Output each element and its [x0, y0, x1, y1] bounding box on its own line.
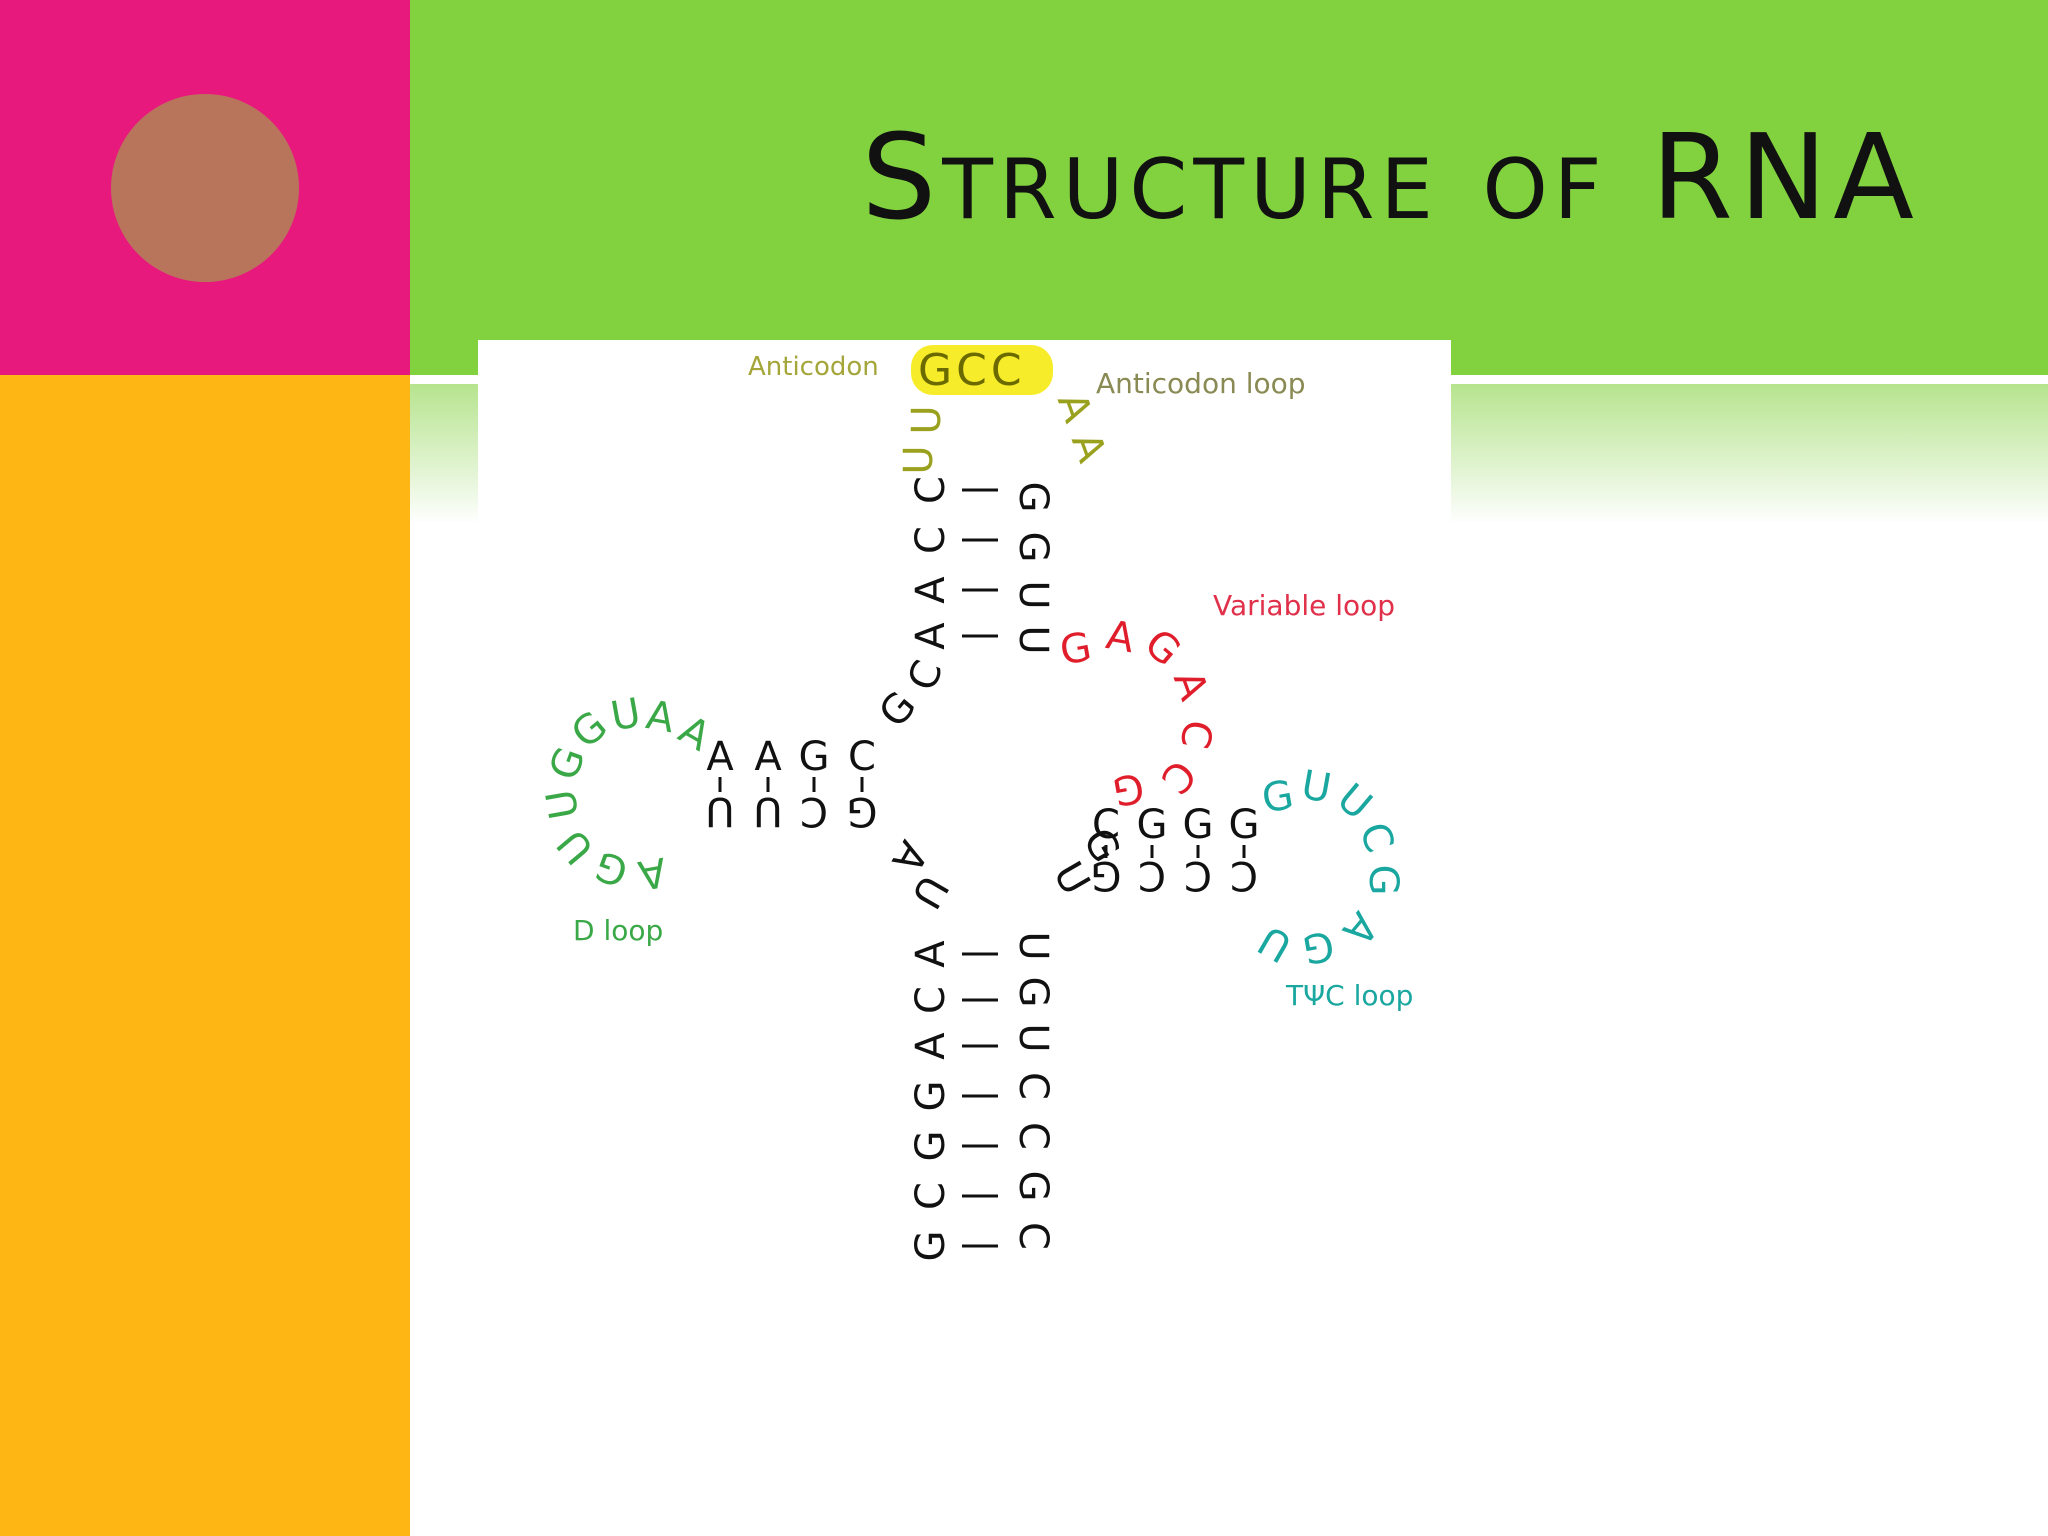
svg-text:G: G: [1010, 1171, 1056, 1202]
orange-side-block: [0, 375, 410, 1536]
svg-text:G: G: [870, 683, 925, 736]
nucleotide-structure: U U A A C C A A C G G G U U: [538, 387, 1406, 1262]
decorative-circle: [111, 94, 299, 282]
svg-text:A: A: [706, 734, 734, 780]
variable-loop-label: Variable loop: [1213, 589, 1395, 622]
svg-text:G: G: [1091, 852, 1122, 898]
svg-text:A: A: [908, 1032, 954, 1060]
svg-text:A: A: [1333, 903, 1386, 954]
svg-text:G: G: [1137, 802, 1168, 848]
title-band: [410, 0, 2048, 375]
svg-text:U: U: [1010, 1023, 1056, 1052]
svg-text:A: A: [908, 576, 954, 604]
svg-text:A: A: [908, 622, 954, 650]
svg-text:G: G: [799, 734, 830, 780]
svg-text:G: G: [1010, 532, 1056, 563]
svg-text:C: C: [1010, 1222, 1056, 1250]
slide-title: Structure of RNA: [861, 108, 1920, 246]
svg-text:A: A: [1164, 665, 1217, 707]
svg-text:C: C: [1138, 852, 1166, 898]
anticodon-label: Anticodon: [748, 352, 879, 382]
svg-text:G: G: [1010, 482, 1056, 513]
svg-text:U: U: [902, 867, 956, 915]
svg-text:C: C: [1092, 802, 1120, 848]
svg-text:A: A: [643, 692, 679, 742]
anticodon-loop-label: Anticodon loop: [1096, 367, 1306, 400]
svg-text:U: U: [1010, 625, 1056, 654]
svg-text:C: C: [899, 655, 952, 697]
svg-text:C: C: [908, 526, 954, 554]
trna-svg: Anticodon GCC Anticodon loop Variable lo…: [538, 345, 1413, 1262]
svg-text:U: U: [753, 788, 782, 834]
svg-text:U: U: [1298, 762, 1335, 812]
svg-text:U: U: [705, 788, 734, 834]
tpsic-loop-label: TΨC loop: [1285, 979, 1413, 1012]
svg-text:G: G: [1010, 977, 1056, 1008]
svg-text:C: C: [800, 788, 828, 834]
svg-text:U: U: [1010, 931, 1056, 960]
svg-text:U: U: [607, 690, 644, 740]
svg-text:U: U: [896, 445, 942, 474]
svg-text:G: G: [1183, 802, 1214, 848]
svg-text:A: A: [754, 734, 782, 780]
d-loop-label: D loop: [573, 914, 663, 947]
svg-text:G: G: [847, 788, 878, 834]
trna-diagram: Anticodon GCC Anticodon loop Variable lo…: [478, 340, 1451, 1300]
svg-text:A: A: [1103, 612, 1139, 662]
anticodon-highlight: [911, 345, 1053, 395]
svg-text:G: G: [908, 1081, 954, 1112]
svg-text:C: C: [1350, 817, 1403, 859]
svg-text:U: U: [1251, 916, 1299, 970]
svg-text:U: U: [904, 405, 950, 434]
svg-text:U: U: [549, 820, 603, 872]
svg-text:C: C: [1184, 852, 1212, 898]
svg-text:G: G: [1360, 865, 1406, 896]
svg-text:A: A: [1048, 387, 1101, 429]
svg-text:G: G: [1136, 620, 1189, 675]
svg-text:U: U: [1328, 775, 1380, 829]
svg-text:C: C: [908, 986, 954, 1014]
svg-text:G: G: [1229, 802, 1260, 848]
svg-text:C: C: [908, 476, 954, 504]
svg-text:G: G: [1056, 624, 1095, 675]
svg-text:U: U: [1010, 580, 1056, 609]
svg-text:C: C: [1230, 852, 1258, 898]
svg-text:G: G: [1299, 921, 1338, 972]
svg-text:A: A: [1062, 427, 1115, 469]
svg-text:C: C: [1151, 751, 1204, 802]
svg-text:C: C: [848, 734, 876, 780]
svg-text:G: G: [908, 1231, 954, 1262]
svg-text:A: A: [634, 848, 670, 898]
svg-text:C: C: [1171, 717, 1221, 753]
anticodon-codon: GCC: [918, 345, 1026, 396]
svg-text:A: A: [908, 940, 954, 968]
svg-text:G: G: [908, 1131, 954, 1162]
svg-text:G: G: [1258, 772, 1297, 823]
svg-text:C: C: [908, 1182, 954, 1210]
svg-text:C: C: [1010, 1122, 1056, 1150]
svg-text:U: U: [538, 786, 588, 823]
svg-text:C: C: [1010, 1072, 1056, 1100]
